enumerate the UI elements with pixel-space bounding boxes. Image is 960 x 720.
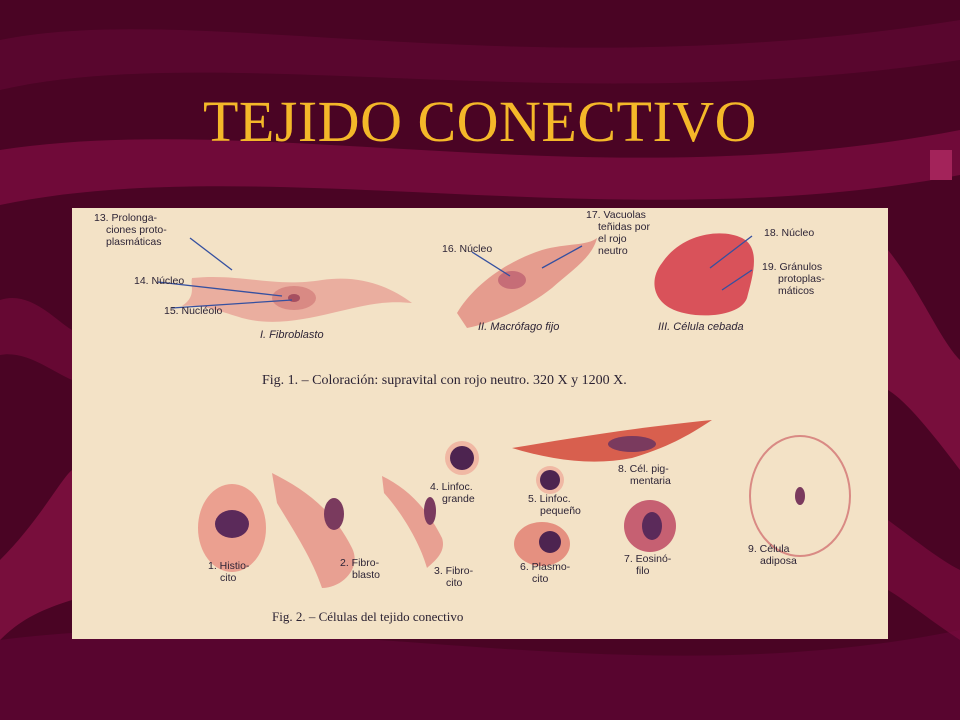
label-fibroblasto-2: blasto <box>352 569 380 581</box>
label-vacuolas-1: 17. Vacuolas <box>586 209 646 221</box>
histology-plate: 13. Prolonga- ciones proto- plasmáticas … <box>72 208 888 639</box>
figure1-cell-names: I. Fibroblasto II. Macrófago fijo III. C… <box>260 321 744 341</box>
cell-name-celula-cebada: III. Célula cebada <box>658 321 744 333</box>
label-vacuolas-3: el rojo <box>598 233 627 245</box>
label-celula-pigmentaria-2: mentaria <box>630 475 671 487</box>
label-celula-pigmentaria-1: 8. Cél. pig- <box>618 463 669 475</box>
histology-illustration: 13. Prolonga- ciones proto- plasmáticas … <box>94 209 851 624</box>
label-histiocito-2: cito <box>220 572 237 584</box>
label-nucleo-14: 14. Núcleo <box>134 275 184 287</box>
figure2-caption: Fig. 2. – Células del tejido conectivo <box>272 609 463 624</box>
label-granulos-2: protoplas- <box>778 273 825 285</box>
figure2-labels: 1. Histio- cito 2. Fibro- blasto 3. Fibr… <box>208 463 797 589</box>
label-celula-adiposa-1: 9. Célula <box>748 543 790 555</box>
label-vacuolas-2: teñidas por <box>598 221 650 233</box>
label-prolongaciones-2: ciones proto- <box>106 224 167 236</box>
label-granulos-3: máticos <box>778 285 814 297</box>
slide-title: TEJIDO CONECTIVO <box>202 89 758 154</box>
label-fibrocito-2: cito <box>446 577 463 589</box>
label-nucleo-16: 16. Núcleo <box>442 243 492 255</box>
label-vacuolas-4: neutro <box>598 245 628 257</box>
label-prolongaciones-3: plasmáticas <box>106 236 161 248</box>
figure2-cells <box>198 420 851 588</box>
label-fibrocito-1: 3. Fibro- <box>434 565 474 577</box>
label-eosinofilo-1: 7. Eosinó- <box>624 553 672 565</box>
figure1-caption: Fig. 1. – Coloración: supravital con roj… <box>262 373 627 388</box>
accent-square <box>930 150 952 180</box>
label-celula-adiposa-2: adiposa <box>760 555 797 567</box>
label-plasmocito-2: cito <box>532 573 549 585</box>
label-fibroblasto-1: 2. Fibro- <box>340 557 380 569</box>
label-linfocito-pequeno-1: 5. Linfoc. <box>528 493 571 505</box>
label-histiocito-1: 1. Histio- <box>208 560 250 572</box>
label-linfocito-pequeno-2: pequeño <box>540 505 581 517</box>
label-prolongaciones-1: 13. Prolonga- <box>94 212 158 224</box>
label-nucleo-18: 18. Núcleo <box>764 227 814 239</box>
label-eosinofilo-2: filo <box>636 565 650 577</box>
cell-name-fibroblasto: I. Fibroblasto <box>260 329 324 341</box>
label-linfocito-grande-1: 4. Linfoc. <box>430 481 473 493</box>
label-granulos-1: 19. Gránulos <box>762 261 822 273</box>
label-nucleolo-15: 15. Nucléolo <box>164 305 223 317</box>
cell-name-macrofago: II. Macrófago fijo <box>478 321 559 333</box>
label-plasmocito-1: 6. Plasmo- <box>520 561 571 573</box>
figure1-labels: 13. Prolonga- ciones proto- plasmáticas … <box>94 209 825 317</box>
macrophage-cell <box>457 238 597 328</box>
label-linfocito-grande-2: grande <box>442 493 475 505</box>
figure1-leader-lines <box>157 235 753 309</box>
